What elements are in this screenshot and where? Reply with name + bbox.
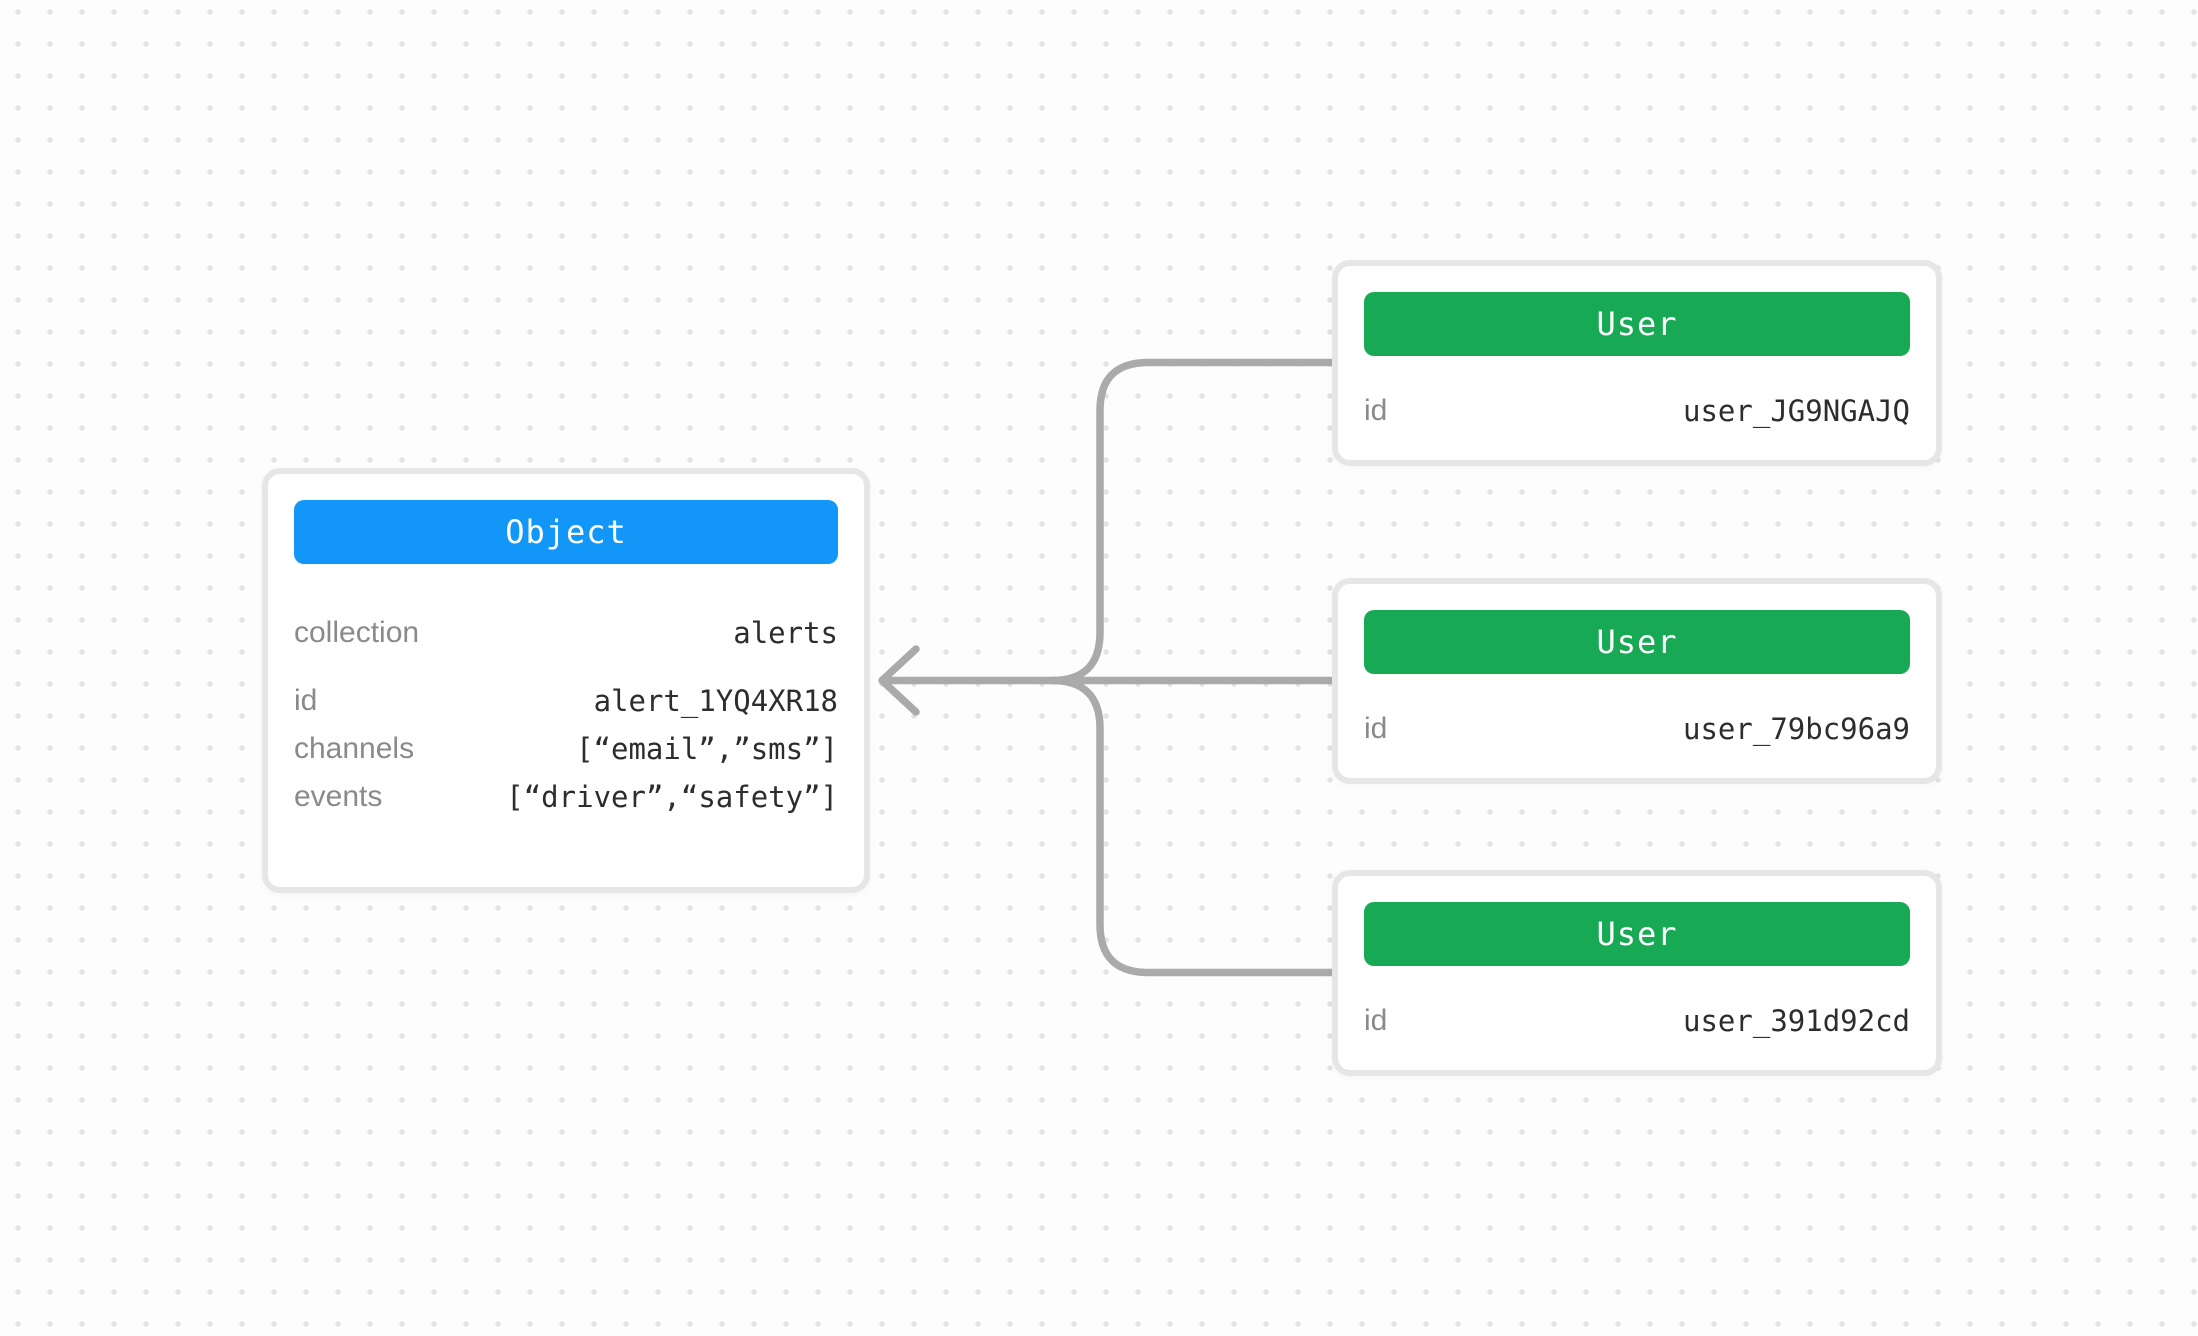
object-card-header: Object xyxy=(294,500,838,564)
field-label-channels: channels xyxy=(294,732,415,765)
field-label-id: id xyxy=(294,684,318,717)
user-card-3[interactable]: User id user_391d92cd xyxy=(1332,870,1942,1076)
user-card-1[interactable]: User id user_JG9NGAJQ xyxy=(1332,260,1942,466)
object-card[interactable]: Object collection alerts id alert_1YQ4XR… xyxy=(262,468,870,893)
user-card-1-header: User xyxy=(1364,292,1910,356)
field-value-collection: alerts xyxy=(733,615,838,650)
field-label-events: events xyxy=(294,780,383,813)
user-card-2-header: User xyxy=(1364,610,1910,674)
user-card-2[interactable]: User id user_79bc96a9 xyxy=(1332,578,1942,784)
edge-user1-to-object xyxy=(1048,358,1336,685)
field-value-user2-id: user_79bc96a9 xyxy=(1683,712,1910,746)
field-label-user3-id: id xyxy=(1364,1004,1388,1037)
user-card-3-header: User xyxy=(1364,902,1910,966)
field-row-user1-id: id user_JG9NGAJQ xyxy=(1364,388,1910,434)
field-value-channels: [“email”,”sms”] xyxy=(576,732,838,766)
field-row-user3-id: id user_391d92cd xyxy=(1364,998,1910,1044)
field-row-user2-id: id user_79bc96a9 xyxy=(1364,706,1910,752)
field-value-events: [“driver”,“safety”] xyxy=(506,780,838,814)
field-value-user3-id: user_391d92cd xyxy=(1683,1004,1910,1038)
field-value-user1-id: user_JG9NGAJQ xyxy=(1683,394,1910,428)
field-row-channels: channels [“email”,”sms”] xyxy=(294,725,838,773)
field-row-events: events [“driver”,“safety”] xyxy=(294,773,838,821)
field-label-collection: collection xyxy=(294,615,420,649)
field-row-collection: collection alerts xyxy=(294,610,838,655)
field-label-user1-id: id xyxy=(1364,394,1388,427)
field-row-id: id alert_1YQ4XR18 xyxy=(294,677,838,725)
edge-user3-to-object xyxy=(1048,676,1336,977)
field-label-user2-id: id xyxy=(1364,712,1388,745)
field-value-id: alert_1YQ4XR18 xyxy=(593,684,838,718)
arrowhead-left-icon xyxy=(878,645,920,716)
